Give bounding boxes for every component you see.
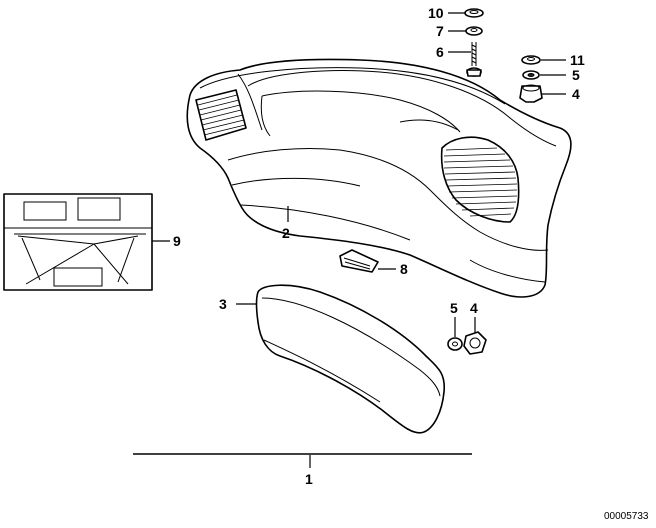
callout-5-top: 5 <box>572 67 580 83</box>
callout-5-bottom: 5 <box>450 300 458 316</box>
leader-lines <box>152 12 566 468</box>
callout-4-bottom: 4 <box>470 300 478 316</box>
nut-lower[interactable] <box>463 331 487 355</box>
callout-7: 7 <box>436 23 444 39</box>
right-grille <box>440 136 520 223</box>
callout-8: 8 <box>400 261 408 277</box>
washer-top-5[interactable] <box>522 70 540 80</box>
diagram-reference-code: 00005733 <box>604 511 649 522</box>
callout-10: 10 <box>428 5 444 21</box>
screw-6[interactable] <box>466 42 482 77</box>
callout-4-top: 4 <box>572 86 580 102</box>
clip-part[interactable] <box>339 249 379 273</box>
washer-top-10[interactable] <box>464 8 484 18</box>
rear-panel-body[interactable] <box>186 58 572 298</box>
washer-top-11[interactable] <box>521 55 541 65</box>
callout-11: 11 <box>570 52 585 68</box>
washer-top-7[interactable] <box>465 26 483 36</box>
callout-1: 1 <box>305 471 313 487</box>
callout-2: 2 <box>282 225 290 241</box>
cushion-pad[interactable] <box>255 284 446 434</box>
washer-lower[interactable] <box>447 337 463 351</box>
callout-3: 3 <box>219 296 227 312</box>
label-sheet[interactable] <box>3 193 153 291</box>
left-grille <box>195 89 247 141</box>
callout-6: 6 <box>436 44 444 60</box>
callout-9: 9 <box>173 233 181 249</box>
nut-top-4[interactable] <box>519 84 543 103</box>
